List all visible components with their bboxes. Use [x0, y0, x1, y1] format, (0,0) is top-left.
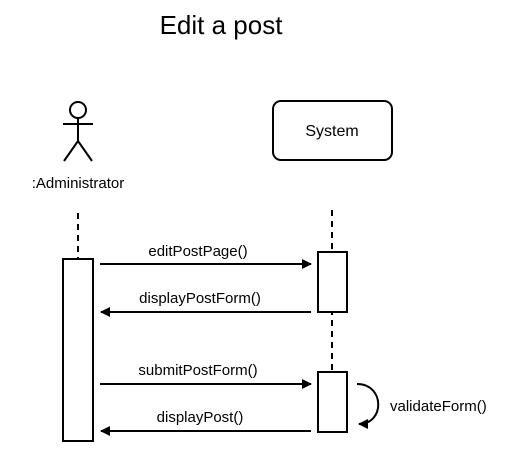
message-label-submit-post-form: submitPostForm() — [138, 362, 257, 379]
system-label: System — [305, 123, 358, 140]
message-label-edit-post-page: editPostPage() — [148, 243, 247, 260]
actor-label: :Administrator — [32, 175, 125, 192]
stick-figure-icon — [63, 101, 93, 162]
system-activation-bar-1 — [317, 251, 348, 313]
message-arrow-validate-form — [356, 383, 380, 429]
message-label-display-post: displayPost() — [157, 409, 244, 426]
message-label-display-post-form: displayPostForm() — [139, 290, 261, 307]
actor-activation-bar — [62, 258, 94, 442]
message-label-validate-form: validateForm() — [390, 398, 487, 415]
system-activation-bar-2 — [317, 371, 348, 433]
system-box — [272, 100, 393, 161]
diagram-title: Edit a post — [160, 10, 284, 40]
